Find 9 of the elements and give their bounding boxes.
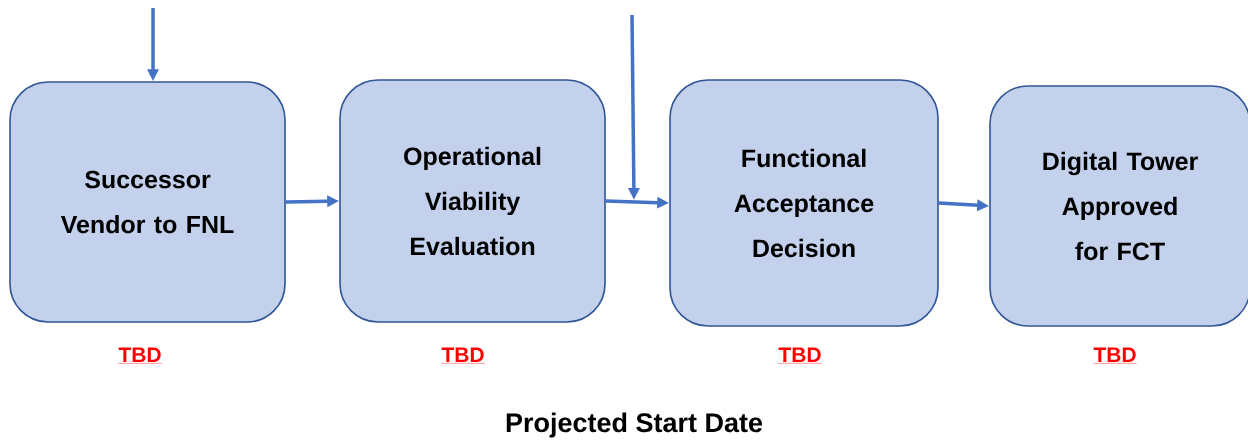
date-label: TBD [441, 347, 485, 364]
date-label: TBD [118, 347, 162, 364]
date-label: TBD [1093, 347, 1137, 364]
process-box: Functional Acceptance Decision [669, 79, 939, 327]
process-box: Successor Vendor to FNL [9, 81, 286, 323]
date-label: TBD [778, 347, 822, 364]
process-box: Digital Tower Approved for FCT [989, 85, 1248, 327]
process-box: Operational Viability Evaluation [339, 79, 606, 323]
caption-text: Projected Start Date [506, 412, 763, 438]
